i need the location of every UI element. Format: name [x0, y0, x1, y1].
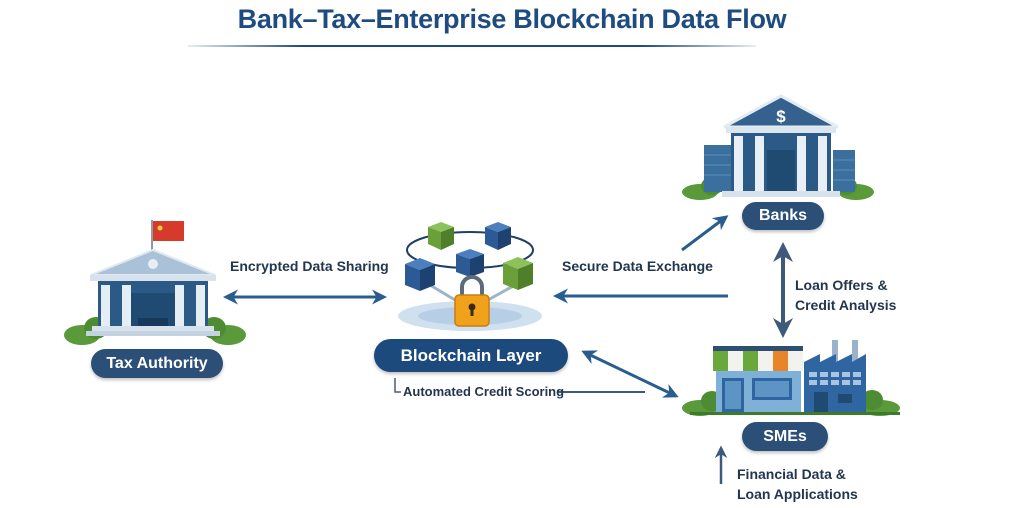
smes-node[interactable]: SMEs — [742, 422, 828, 451]
blockchain-layer-node[interactable]: Blockchain Layer — [374, 339, 568, 372]
block-cube — [428, 222, 454, 250]
bank-building-dollar-icon: $ — [682, 94, 874, 200]
flow-label-financial-data: Financial Data & Loan Applications — [737, 464, 858, 504]
block-cube — [485, 222, 511, 250]
padlock-icon — [454, 275, 490, 327]
title-divider — [188, 45, 756, 47]
shop-factory-icon — [682, 340, 900, 416]
blockchain-network-lock-icon — [398, 222, 542, 331]
tax-authority-node[interactable]: Tax Authority — [91, 349, 223, 378]
flow-label-line: Loan Offers & — [795, 277, 888, 293]
flow-label-loan-offers: Loan Offers & Credit Analysis — [795, 275, 896, 315]
arrow-blockchain-smes — [581, 350, 679, 398]
svg-text:$: $ — [776, 107, 786, 126]
banks-node[interactable]: Banks — [742, 202, 824, 230]
government-building-flag-icon — [64, 220, 246, 345]
block-cube — [405, 258, 435, 291]
flow-label-line: Credit Analysis — [795, 297, 897, 313]
flow-label-automated-credit-scoring: Automated Credit Scoring — [403, 384, 565, 399]
flow-label-line: Loan Applications — [737, 486, 858, 502]
block-cube — [503, 257, 533, 290]
flow-label-encrypted-data-sharing: Encrypted Data Sharing — [230, 258, 389, 274]
diagram-title: Bank–Tax–Enterprise Blockchain Data Flow — [237, 4, 787, 34]
flow-label-line: Financial Data & — [737, 466, 846, 482]
credit-scoring-connector — [394, 378, 645, 393]
block-cube — [456, 249, 484, 277]
arrow-to-banks — [681, 215, 729, 252]
flow-label-secure-data-exchange: Secure Data Exchange — [562, 258, 713, 274]
